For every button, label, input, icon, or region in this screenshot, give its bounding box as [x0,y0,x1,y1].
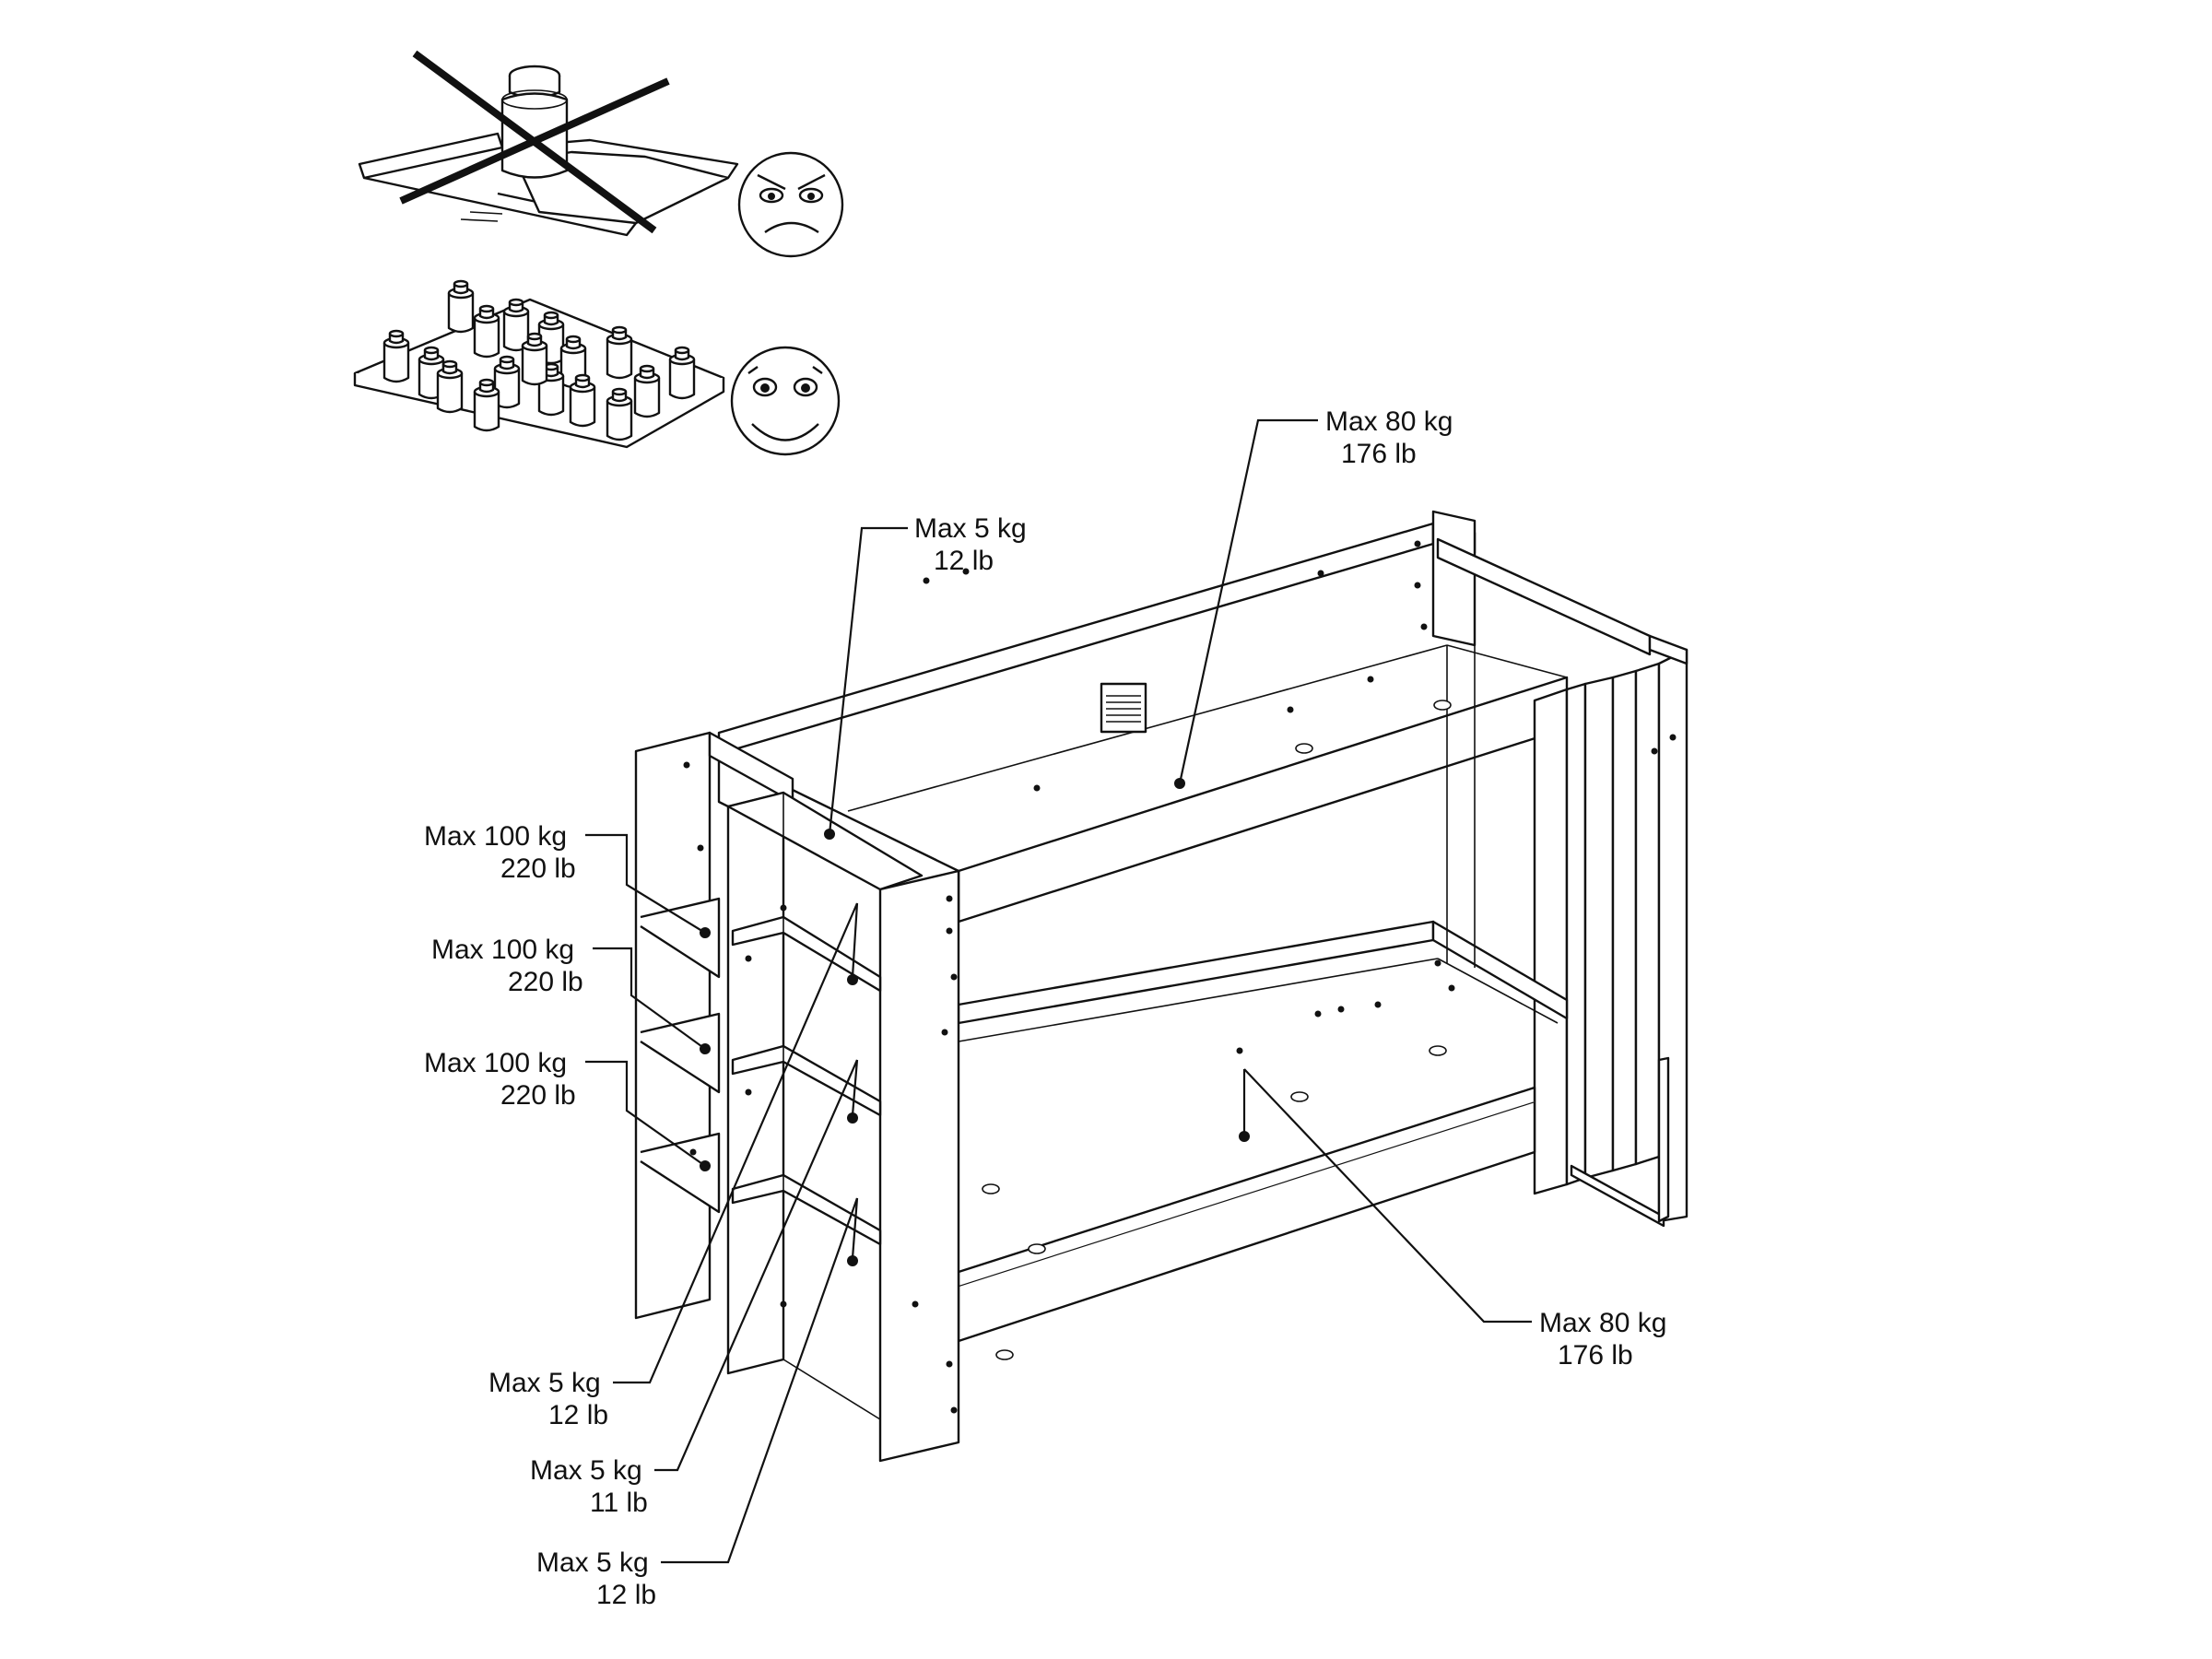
screw-hole [1033,784,1041,792]
weight-icon [606,325,633,380]
weight-icon [436,359,464,414]
screw-hole [946,927,953,935]
screw-hole [689,1148,697,1156]
screw-hole [1414,582,1421,589]
screw-hole [745,955,752,962]
screw-hole [1434,959,1441,967]
happy-face-icon [730,346,841,456]
screw-hole [780,904,787,912]
dowel-hole [982,1183,1000,1194]
label-step-3-line2: 220 lb [500,1080,576,1111]
distributed-load-allowed [353,279,725,449]
screw-hole [1287,706,1294,713]
weight-icon [447,279,475,334]
label-bottom-bunk-line1: Max 80 kg [1539,1308,1666,1338]
label-step-3-line1: Max 100 kg [424,1048,567,1078]
label-step-2-line1: Max 100 kg [431,935,574,965]
screw-hole [950,973,958,981]
screw-hole [946,1360,953,1368]
screw-hole [1314,1010,1322,1018]
label-shelf-1-line2: 12 lb [548,1400,608,1430]
label-bottom-bunk: Max 80 kg 176 lb [1239,1068,1666,1371]
label-top-shelf-line1: Max 5 kg [914,513,1027,544]
label-shelf-2: Max 5 kg 11 lb [530,1059,859,1518]
screw-hole [950,1406,958,1414]
screw-hole [1651,747,1658,755]
label-step-1-line2: 220 lb [500,853,576,884]
screw-hole [745,1088,752,1096]
screw-hole [1236,1047,1243,1054]
weight-icon [668,346,696,400]
screw-hole [1414,540,1421,547]
screw-hole [1448,984,1455,992]
screw-hole [1337,1006,1345,1013]
screw-hole [1367,676,1374,683]
screw-hole [683,761,690,769]
label-top-shelf: Max 5 kg 12 lb [824,513,1027,840]
dowel-hole [1295,743,1313,754]
dowel-hole [1429,1045,1447,1056]
screw-hole [946,895,953,902]
weight-icon [382,329,410,383]
label-shelf-1-line1: Max 5 kg [488,1368,601,1398]
label-shelf-3-line1: Max 5 kg [536,1547,649,1578]
label-step-2-line2: 220 lb [508,967,583,997]
weight-icon [473,304,500,359]
weight-icon [473,378,500,432]
dowel-hole [1290,1091,1309,1102]
label-top-bunk-line2: 176 lb [1341,439,1417,469]
screw-hole [941,1029,948,1036]
screw-hole [780,1300,787,1308]
label-bottom-bunk-line2: 176 lb [1558,1340,1633,1371]
label-shelf-3: Max 5 kg 12 lb [536,1197,859,1610]
bunk-bed-drawing [634,510,1688,1463]
label-shelf-3-line2: 12 lb [596,1580,656,1610]
label-shelf-2-line2: 11 lb [590,1488,648,1518]
label-top-bunk: Max 80 kg 176 lb [1174,406,1453,789]
label-shelf-1: Max 5 kg 12 lb [488,902,859,1430]
label-step-2: Max 100 kg 220 lb [431,935,711,1054]
weight-icon [537,362,565,417]
weight-icon [418,346,445,400]
screw-hole [1317,570,1324,577]
label-step-3: Max 100 kg 220 lb [424,1048,711,1171]
screw-hole [697,844,704,852]
weight-icon [569,373,596,428]
dowel-hole [1433,700,1452,711]
weight-icon [606,387,633,441]
screw-hole [962,568,970,575]
label-step-1: Max 100 kg 220 lb [424,821,711,938]
screw-hole [1669,734,1677,741]
label-top-bunk-line1: Max 80 kg [1325,406,1453,437]
screw-hole [923,577,930,584]
weight-icon [521,332,548,386]
weight-icon [502,298,530,352]
label-step-1-line1: Max 100 kg [424,821,567,852]
screw-hole [1420,623,1428,630]
dowel-hole [995,1349,1014,1360]
screw-hole [1374,1001,1382,1008]
screw-hole [912,1300,919,1308]
weight-icon [633,364,661,418]
label-top-shelf-line2: 12 lb [934,546,994,576]
point-load-not-allowed [358,50,739,237]
sad-face-icon [737,151,844,258]
label-shelf-2-line1: Max 5 kg [530,1455,642,1486]
dowel-hole [1028,1243,1046,1254]
